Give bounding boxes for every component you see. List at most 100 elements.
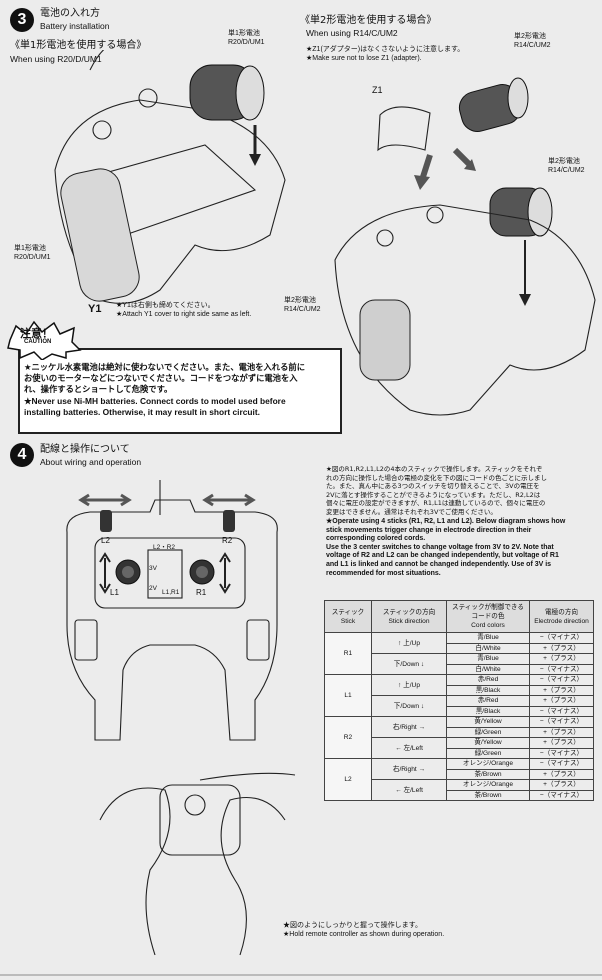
electrode-cell: −（マイナス）: [529, 758, 594, 770]
desc-en-line: voltage of R2 and L2 can be changed inde…: [326, 552, 559, 560]
direction-cell: ↑ 上/Up: [371, 674, 447, 696]
electrode-cell: −（マイナス）: [529, 674, 594, 686]
label-r20-top-jp: 単1形電池: [228, 30, 260, 37]
label-r14-low-jp: 単2形電池: [284, 297, 316, 304]
controller-top-view: [66, 480, 278, 741]
cord-color-cell: 白/White: [446, 663, 530, 675]
direction-cell: 右/Right →: [371, 758, 447, 780]
header-stick-jp: スティック: [331, 608, 365, 616]
cord-color-cell: 茶/Brown: [446, 768, 530, 780]
header-direction-jp: スティックの方向: [382, 608, 436, 616]
electrode-cell: −（マイナス）: [529, 716, 594, 728]
electrode-cell: +（プラス）: [529, 726, 594, 738]
direction-cell: 右/Right →: [371, 716, 447, 738]
cord-color-cell: オレンジ/Orange: [446, 779, 530, 791]
desc-en-line: recommended for most situations.: [326, 569, 441, 577]
header-electrode-jp: 電極の方向: [545, 608, 578, 616]
direction-cell: ↑ 上/Up: [371, 632, 447, 654]
hands-holding-controller-illustration: [99, 772, 296, 956]
label-r14-mid-en: R14/C/UM2: [548, 167, 585, 174]
switch-label-2v: 2V: [149, 585, 157, 592]
caution-badge: [7, 320, 82, 360]
direction-cell: 下/Down ↓: [371, 695, 447, 717]
electrode-cell: −（マイナス）: [529, 632, 594, 644]
desc-jp-line: ★図のR1,R2,L1,L2の4本のスティックで操作します。スティックをそれぞ: [326, 465, 543, 473]
electrode-cell: +（プラス）: [529, 779, 594, 791]
r20-battery-illustration: [54, 50, 286, 304]
desc-en-line: stick movements trigger change in electr…: [326, 526, 532, 534]
label-r2: R2: [222, 536, 233, 545]
r14-heading-jp: 《単2形電池を使用する場合》: [300, 15, 437, 26]
label-r20-left-en: R20/D/UM1: [14, 254, 51, 261]
electrode-cell: +（プラス）: [529, 684, 594, 696]
z1-adapter-icon: [377, 106, 431, 152]
r20-heading-jp: 《単1形電池を使用する場合》: [10, 40, 147, 51]
electrode-cell: +（プラス）: [529, 768, 594, 780]
z1-note-en: ★Make sure not to lose Z1 (adapter).: [306, 55, 422, 62]
electrode-cell: +（プラス）: [529, 737, 594, 749]
caution-line3-jp: れ、操作するとショートして危険です。: [24, 384, 173, 394]
label-r14-top-jp: 単2形電池: [514, 33, 546, 40]
caution-badge-en: CAUTION: [24, 339, 52, 345]
cord-color-cell: 青/Blue: [446, 653, 530, 665]
cord-color-cell: オレンジ/Orange: [446, 758, 530, 770]
cord-color-cell: 黒/Black: [446, 684, 530, 696]
page-bottom-edge: [0, 974, 602, 976]
r14-controller-illustration: [334, 204, 596, 416]
electrode-cell: +（プラス）: [529, 695, 594, 707]
r14-heading-en: When using R14/C/UM2: [306, 28, 398, 38]
cord-color-cell: 緑/Green: [446, 747, 530, 759]
table-row: 下/Down ↓青/Blue+（プラス）: [325, 653, 594, 675]
direction-cell: ← 左/Left: [371, 779, 447, 801]
label-l2: L2: [101, 536, 110, 545]
cord-color-cell: 黄/Yellow: [446, 737, 530, 749]
switch-label-top: L2・R2: [153, 544, 176, 551]
header-cord-colors-jp: スティックが制御できるコードの色: [451, 604, 524, 620]
electrode-cell: −（マイナス）: [529, 789, 594, 801]
step3-title-en: Battery installation: [40, 21, 110, 31]
header-direction-en: Stick direction: [388, 617, 430, 625]
desc-en-line: and L1 is linked and cannot be changed i…: [326, 560, 552, 568]
cord-color-cell: 赤/Red: [446, 695, 530, 707]
header-electrode-en: Electrode direction: [534, 617, 589, 625]
stick-cell: R1: [324, 632, 372, 675]
cord-color-cell: 黄/Yellow: [446, 716, 530, 728]
electrode-cell: +（プラス）: [529, 653, 594, 665]
cord-color-cell: 赤/Red: [446, 674, 530, 686]
desc-jp-line: 変更はできません。通常はそれぞれ3Vでご使用ください。: [326, 507, 497, 516]
y1-note-jp: ★Y1は右側も締めてください。: [116, 302, 215, 309]
label-r14-mid-jp: 単2形電池: [548, 158, 580, 165]
label-r20-top-en: R20/D/UM1: [228, 39, 265, 46]
caution-line2-en: installing batteries. Otherwise, it may …: [24, 407, 260, 417]
desc-en-line: ★Operate using 4 sticks (R1, R2, L1 and …: [326, 518, 566, 525]
hold-note-en: ★Hold remote controller as shown during …: [283, 931, 445, 938]
direction-cell: ← 左/Left: [371, 737, 447, 759]
step-number-4: 4: [10, 443, 34, 467]
r20-heading-en: When using R20/D/UM1: [10, 54, 102, 64]
label-l1: L1: [110, 588, 119, 597]
table-row: 茶/Brown−（マイナス）: [325, 789, 594, 801]
step3-title-jp: 電池の入れ方: [40, 8, 100, 19]
stick-cell: R2: [324, 716, 372, 759]
assembly-arrows: [414, 147, 476, 190]
step-number-3: 3: [10, 8, 34, 32]
step4-title-jp: 配線と操作について: [40, 444, 130, 455]
stick-cell: L1: [324, 674, 372, 717]
electrode-cell: −（マイナス）: [529, 705, 594, 717]
step4-description-jp: ★図のR1,R2,L1,L2の4本のスティックで操作します。スティックをそれぞ …: [326, 465, 596, 517]
stick-cell: L2: [324, 758, 372, 801]
header-stick-en: Stick: [340, 617, 356, 625]
direction-cell: 下/Down ↓: [371, 653, 447, 675]
cord-color-cell: 緑/Green: [446, 726, 530, 738]
desc-jp-line: 2Vに落とす操作することができるようになっています。ただし、R2,L2は: [326, 490, 541, 499]
cord-color-cell: 黒/Black: [446, 705, 530, 717]
hold-note-jp: ★図のようにしっかりと握って操作します。: [283, 922, 422, 929]
